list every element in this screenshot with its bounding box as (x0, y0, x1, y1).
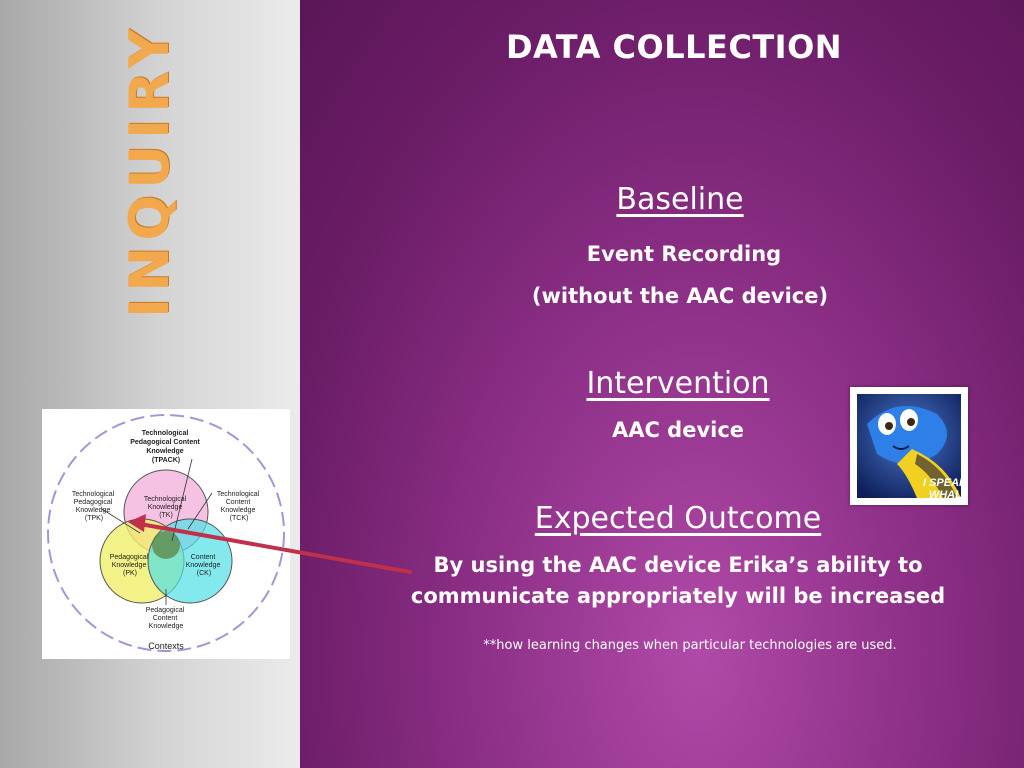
page-title: DATA COLLECTION (505, 28, 843, 66)
dory-illustration: I SPEAK WHALE (857, 394, 961, 498)
tpack-diagram: Technological Pedagogical Content Knowle… (42, 409, 290, 659)
section-label: INQUIRY (118, 23, 181, 318)
content-panel (300, 0, 1024, 768)
tk-label: Technological Knowledge (TK) (144, 496, 188, 519)
expected-outcome-line1: By using the AAC device Erika’s ability … (433, 553, 923, 577)
intervention-heading: Intervention (586, 366, 770, 401)
baseline-line1: Event Recording (586, 242, 782, 266)
footnote: **how learning changes when particular t… (483, 638, 897, 653)
contexts-label: Contexts (148, 641, 184, 651)
photo-caption-line2: WHALE (929, 489, 961, 498)
pk-label: Pedagogical Knowledge (PK) (110, 554, 150, 577)
tck-label: Technological Content Knowledge (TCK) (217, 491, 261, 522)
ck-circle (147, 518, 233, 604)
baseline-line2: (without the AAC device) (531, 284, 829, 308)
expected-outcome-line2: communicate appropriately will be increa… (410, 584, 946, 608)
baseline-heading: Baseline (616, 182, 744, 217)
photo-caption-line1: I SPEAK (923, 477, 961, 489)
pck-label: Pedagogical Content Knowledge (146, 607, 186, 630)
expected-outcome-heading: Expected Outcome (534, 501, 822, 536)
dory-photo: I SPEAK WHALE (850, 387, 968, 505)
tpack-label: Technological Pedagogical Content Knowle… (130, 430, 202, 464)
tpack-center (152, 531, 180, 559)
intervention-line1: AAC device (611, 418, 745, 442)
tpk-label: Technological Pedagogical Knowledge (TPK… (72, 491, 116, 522)
